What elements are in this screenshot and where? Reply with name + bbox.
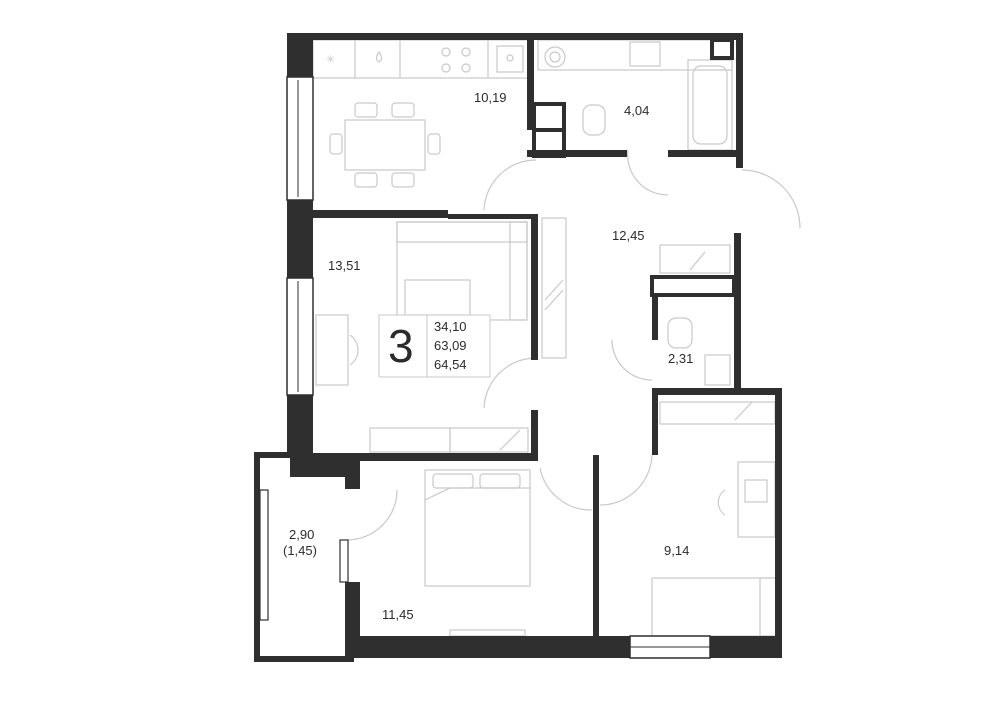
svg-text:✳: ✳ (326, 54, 335, 66)
bedroom-furniture (424, 469, 531, 637)
dining-table (329, 102, 441, 188)
hallway-area-label: 12,45 (612, 228, 645, 243)
balcony-reduced-area-label: (1,45) (283, 543, 317, 558)
door-swings (346, 149, 801, 541)
apartment-summary: 3 34,10 63,09 64,54 (378, 314, 491, 378)
kitchen-area-label: 10,19 (474, 90, 507, 105)
bedroom-area-label: 11,45 (382, 607, 414, 622)
walls (254, 33, 782, 662)
total-area-value: 63,09 (434, 338, 467, 353)
total-area-with-balcony-value: 64,54 (434, 357, 467, 372)
wc-area-label: 2,31 (668, 351, 693, 366)
kids-room-furniture (651, 401, 778, 637)
furniture-layer: ✳ (312, 39, 801, 637)
rooms-count: 3 (388, 320, 414, 372)
living-room-area-label: 13,51 (328, 258, 361, 273)
wc-fixtures (667, 317, 731, 386)
balcony-area-label: 2,90 (289, 527, 314, 542)
bathroom-area-label: 4,04 (624, 103, 649, 118)
kids-room-area-label: 9,14 (664, 543, 689, 558)
living-area-value: 34,10 (434, 319, 467, 334)
hallway-wardrobe (541, 217, 731, 359)
kitchen-counter: ✳ (312, 39, 532, 79)
bathroom-fixtures (537, 39, 733, 151)
